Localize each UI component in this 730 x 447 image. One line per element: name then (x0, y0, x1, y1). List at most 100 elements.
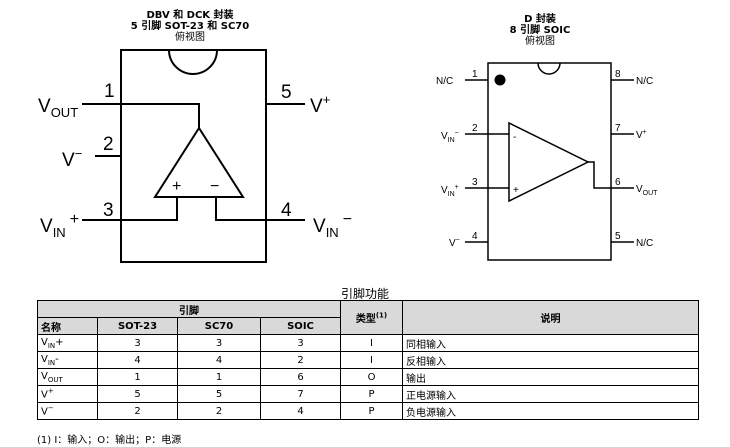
right-pin5-label: N/C (636, 238, 653, 249)
row-soic: 4 (260, 402, 341, 420)
right-package-title: D 封装 8 引脚 SOIC 俯视图 (480, 14, 600, 47)
right-pin4-number: 4 (472, 231, 478, 242)
row-name: V+ (37, 385, 98, 403)
right-pin8-number: 8 (615, 69, 621, 80)
left-pin3-number: 3 (103, 200, 114, 221)
row-sot23: 3 (97, 334, 178, 352)
left-inv-wire (215, 197, 266, 221)
col-soic: SOIC (260, 317, 341, 335)
left-package-title: DBV 和 DCK 封装 5 引脚 SOT-23 和 SC70 俯视图 (110, 10, 270, 43)
row-type: O (340, 368, 403, 386)
left-pin4-label: VIN− (313, 211, 352, 240)
row-type: I (340, 334, 403, 352)
table-row: V+ 5 5 7 P 正电源输入 (37, 385, 699, 403)
left-package-pins: 5 引脚 SOT-23 和 SC70 (130, 21, 250, 32)
right-pin6-label: VOUT (636, 184, 658, 197)
row-sot23: 2 (97, 402, 178, 420)
table-header-row-1: 引脚 类型(1) 说明 (37, 300, 699, 335)
table-header-row-2: 名称 SOT-23 SC70 SOIC (37, 317, 699, 335)
right-output-wire (588, 161, 611, 189)
row-name: VIN- (37, 351, 98, 369)
left-pin5-number: 5 (281, 82, 292, 103)
row-sot23: 5 (97, 385, 178, 403)
row-type: P (340, 385, 403, 403)
row-name: VIN+ (37, 334, 98, 352)
right-pin4-label: V− (449, 237, 460, 249)
right-pin7-number: 7 (615, 123, 621, 134)
right-pin6-number: 6 (615, 177, 621, 188)
pin-functions-table: 引脚 类型(1) 说明 名称 SOT-23 SC70 SOIC VIN+ 3 3… (37, 300, 699, 420)
left-package-name: DBV 和 DCK 封装 (146, 10, 234, 21)
row-sc70: 5 (177, 385, 261, 403)
row-desc: 负电源输入 (402, 402, 699, 420)
row-name: VOUT (37, 368, 98, 386)
left-pin2-number: 2 (103, 134, 114, 155)
left-package-view: 俯视图 (175, 32, 205, 43)
left-opamp-plus: + (172, 178, 181, 195)
left-opamp-triangle (153, 126, 245, 198)
right-opamp-minus: - (513, 132, 516, 143)
left-pin5-label: V+ (310, 92, 330, 117)
right-package-svg: - + 1 2 3 4 8 7 6 5 N/C VIN− VIN+ V− N/C… (436, 62, 658, 261)
row-soic: 3 (260, 334, 341, 352)
right-package-view: 俯视图 (525, 36, 555, 47)
row-soic: 7 (260, 385, 341, 403)
row-sot23: 1 (97, 368, 178, 386)
col-type: 类型(1) (340, 300, 403, 335)
row-desc: 输出 (402, 368, 699, 386)
right-pin2-number: 2 (472, 123, 478, 134)
table-row: VIN+ 3 3 3 I 同相输入 (37, 334, 699, 352)
right-pin5-number: 5 (615, 231, 621, 242)
left-opamp-minus: − (210, 178, 219, 195)
right-opamp-plus: + (513, 185, 519, 196)
left-pin1-number: 1 (104, 81, 115, 102)
right-package-name: D 封装 (524, 14, 556, 25)
left-package-diagram: + − 1 2 3 5 4 VOUT V− VIN+ V+ VIN− (0, 0, 370, 285)
right-package-pins: 8 引脚 SOIC (509, 25, 571, 36)
table-row: V− 2 2 4 P 负电源输入 (37, 402, 699, 420)
col-desc: 说明 (402, 300, 699, 335)
row-sc70: 1 (177, 368, 261, 386)
left-pin3-label: VIN+ (40, 211, 79, 240)
right-pin1-label: N/C (436, 76, 453, 87)
row-type: P (340, 402, 403, 420)
row-type: I (340, 351, 403, 369)
row-desc: 反相输入 (402, 351, 699, 369)
col-name: 名称 (37, 317, 98, 335)
right-body-outline (487, 62, 612, 261)
col-sot23: SOT-23 (97, 317, 178, 335)
right-pin2-label: VIN− (441, 130, 459, 144)
right-pin1-number: 1 (472, 69, 478, 80)
right-pin1-dot (494, 74, 506, 86)
col-group-pin: 引脚 (37, 300, 341, 318)
row-sc70: 2 (177, 402, 261, 420)
row-sot23: 4 (97, 351, 178, 369)
left-pin2-label: V− (62, 146, 82, 171)
row-sc70: 4 (177, 351, 261, 369)
left-body-outline (120, 49, 267, 263)
table-footnote: (1) I：输入；O：输出；P：电源 (37, 435, 182, 446)
right-pin8-label: N/C (636, 76, 653, 87)
row-name: V− (37, 402, 98, 420)
right-pin1-notch (537, 62, 561, 75)
table-row: VIN- 4 4 2 I 反相输入 (37, 351, 699, 369)
right-pin3-label: VIN+ (441, 184, 459, 198)
table-title: 引脚功能 (340, 287, 389, 301)
left-package-svg: + − 1 2 3 5 4 VOUT V− VIN+ V+ VIN− (38, 49, 352, 263)
left-pin1-label: VOUT (38, 96, 78, 120)
row-soic: 6 (260, 368, 341, 386)
row-desc: 正电源输入 (402, 385, 699, 403)
left-noninv-wire (121, 197, 178, 221)
left-pin4-number: 4 (281, 200, 292, 221)
left-output-wire (121, 103, 200, 128)
right-package-diagram: - + 1 2 3 4 8 7 6 5 N/C VIN− VIN+ V− N/C… (400, 0, 730, 285)
right-pin3-number: 3 (472, 177, 478, 188)
row-desc: 同相输入 (402, 334, 699, 352)
right-opamp-triangle (508, 121, 590, 203)
row-soic: 2 (260, 351, 341, 369)
col-sc70: SC70 (177, 317, 261, 335)
table-row: VOUT 1 1 6 O 输出 (37, 368, 699, 386)
row-sc70: 3 (177, 334, 261, 352)
right-pin7-label: V+ (636, 129, 647, 141)
left-pin1-notch (168, 49, 218, 75)
